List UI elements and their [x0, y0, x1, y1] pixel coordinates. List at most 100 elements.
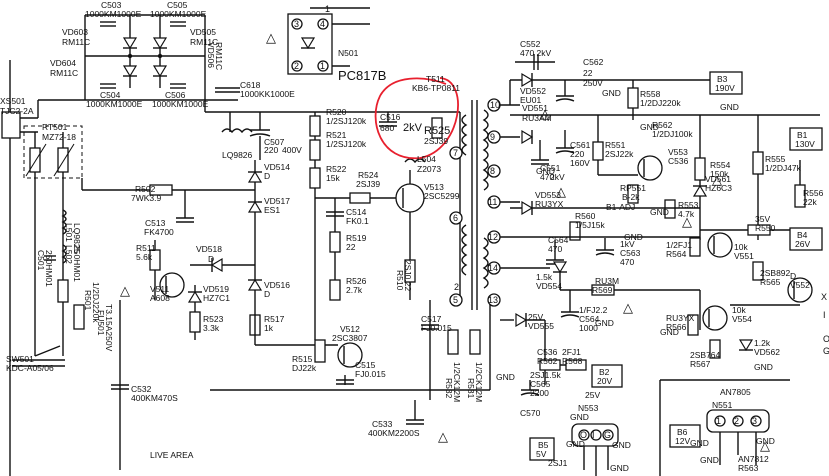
- component-label: R555: [765, 154, 786, 164]
- component-label: 1/2CK12M: [474, 362, 484, 402]
- component-label: C503: [101, 0, 122, 10]
- net-voltage: 12V: [675, 436, 690, 446]
- component-label: N501: [338, 48, 359, 58]
- component-label: C562: [583, 57, 604, 67]
- component-label: L502: [64, 245, 74, 264]
- component-label: C536: [668, 156, 689, 166]
- component-label: 1/2DJ47k: [765, 163, 802, 173]
- component-label: 220: [570, 149, 584, 159]
- component-label: R566: [666, 322, 687, 332]
- resistor-r558: [627, 87, 639, 109]
- component-label: C513: [145, 218, 166, 228]
- pin-circle: [732, 415, 744, 427]
- component-label: R567: [690, 359, 711, 369]
- component-label: RM11C: [50, 68, 78, 78]
- component-label: C533: [372, 419, 393, 429]
- component-label: R554: [710, 160, 731, 170]
- warning-icon: △: [712, 173, 722, 188]
- component-label: 1/2SJ120k: [326, 116, 367, 126]
- component-label: 25V: [585, 390, 600, 400]
- component-label: GND: [595, 318, 614, 328]
- component-label: R522: [326, 164, 347, 174]
- component-label: RM11C: [62, 37, 90, 47]
- component-label: R519: [346, 233, 367, 243]
- component-label: 1000KM1000E: [150, 9, 207, 19]
- component-label: GND: [650, 207, 669, 217]
- component-label: R511: [136, 243, 156, 253]
- resistor-r565: [752, 261, 764, 281]
- component-label: FJ0.015: [421, 323, 452, 333]
- component-label: VD516: [264, 280, 290, 290]
- net-box-b2: [591, 364, 623, 388]
- component-label: C506: [165, 90, 186, 100]
- resistor-r519: [329, 231, 341, 253]
- component-label: 2kV: [550, 172, 565, 182]
- resistor-r525: [431, 117, 443, 139]
- net-voltage: 5V: [536, 449, 547, 459]
- component-label: C505: [167, 0, 188, 10]
- component-label: 1.2k: [754, 338, 771, 348]
- component-label: 250V: [583, 78, 603, 88]
- component-label: VD555: [528, 321, 554, 331]
- net-box-b6: [669, 424, 701, 448]
- component-label: RU3YX: [535, 199, 564, 209]
- resistor-r555: [752, 151, 764, 175]
- cap-c564b: [560, 314, 580, 318]
- component-label: R550: [755, 223, 776, 233]
- component-label: 1kV: [620, 239, 635, 249]
- warning-icon: △: [120, 284, 130, 299]
- component-label: 470: [548, 244, 562, 254]
- component-label: R523: [203, 314, 224, 324]
- cap-c565: [520, 392, 540, 396]
- component-label: 15k: [326, 173, 340, 183]
- component-label: RP551: [620, 183, 646, 193]
- pin-number: 12: [488, 232, 498, 242]
- component-label: RU3YX: [666, 313, 695, 323]
- component-label: D: [264, 289, 270, 299]
- pin-number: 9: [490, 132, 495, 142]
- pin-number: O: [580, 430, 587, 440]
- component-label: 22k: [803, 197, 817, 207]
- component-label: GND: [640, 122, 659, 132]
- component-label: VD505: [190, 27, 216, 37]
- component-label: C501: [36, 250, 46, 271]
- net-box-b3: [709, 71, 743, 95]
- component-label: TJC2-2A: [0, 106, 34, 116]
- component-label: R551: [605, 140, 626, 150]
- net-voltage: 190V: [715, 83, 735, 93]
- component-label: LQ9825: [72, 223, 82, 254]
- cap-c562: [555, 98, 575, 102]
- resistor-r521: [309, 139, 321, 161]
- component-label: 1/5J15k: [575, 220, 606, 230]
- component-label: 35V: [755, 214, 770, 224]
- component-label: R517: [264, 314, 285, 324]
- pin-number: 2: [294, 61, 299, 71]
- component-label: 470 2kV: [520, 48, 552, 58]
- diode-vd552: [521, 72, 534, 88]
- component-label: R524: [358, 170, 379, 180]
- component-label: VD506: [206, 42, 216, 68]
- component-label: 1.5k: [536, 272, 553, 282]
- component-label: R531: [466, 378, 476, 399]
- component-label: 5.6k: [136, 252, 153, 262]
- pin-number: I: [592, 430, 595, 440]
- resistor-r524: [349, 192, 371, 204]
- diode-vd604: [122, 65, 138, 78]
- component-label: D: [790, 271, 796, 281]
- component-label: B-2k: [622, 192, 640, 202]
- cap-c507: [249, 133, 271, 137]
- thermistor-rt501: [29, 147, 41, 173]
- component-label: 1/2DJ220k: [640, 98, 681, 108]
- component-label: SW501: [6, 354, 34, 364]
- component-label: 1/2FJ1: [666, 240, 692, 250]
- component-label: C536: [537, 347, 558, 357]
- component-label: 1/2DJ100k: [652, 129, 693, 139]
- diode-vd505: [152, 37, 168, 50]
- component-label: 22: [583, 68, 593, 78]
- diode-vd554: [552, 261, 568, 274]
- resistor-r567: [709, 339, 721, 359]
- component-label: RU3AM: [522, 113, 552, 123]
- component-label: V552: [790, 280, 810, 290]
- component-label: VD552: [520, 86, 546, 96]
- pin-circle: [291, 18, 303, 30]
